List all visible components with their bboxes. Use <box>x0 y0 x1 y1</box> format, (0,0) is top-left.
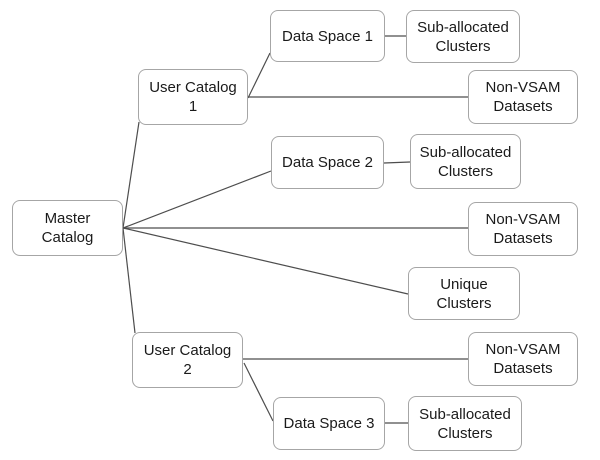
node-user-catalog-2: User Catalog 2 <box>132 332 243 388</box>
edge-user-catalog-2-to-data-space-3 <box>243 362 274 422</box>
edge-user-catalog-1-to-data-space-1 <box>247 52 271 99</box>
node-non-vsam-datasets-1: Non-VSAM Datasets <box>468 70 578 124</box>
node-non-vsam-datasets-3: Non-VSAM Datasets <box>468 332 578 386</box>
node-label: Unique Clusters <box>436 275 492 312</box>
node-data-space-2: Data Space 2 <box>271 136 384 189</box>
node-label: Non-VSAM Datasets <box>485 211 561 247</box>
node-label: Non-VSAM Datasets <box>485 79 561 115</box>
edge-data-space-2-to-sub-allocated-clusters-2 <box>383 161 411 164</box>
node-label: Non-VSAM Datasets <box>485 341 561 377</box>
node-sub-allocated-clusters-2: Sub-allocated Clusters <box>410 134 521 189</box>
node-label: Sub-allocated Clusters <box>417 18 509 55</box>
node-label: User Catalog 2 <box>143 342 232 378</box>
node-label: Sub-allocated Clusters <box>419 143 512 180</box>
node-data-space-3: Data Space 3 <box>273 397 385 450</box>
node-unique-clusters: Unique Clusters <box>408 267 520 320</box>
node-data-space-1: Data Space 1 <box>270 10 385 62</box>
edge-master-catalog-to-user-catalog-1 <box>122 121 140 229</box>
edge-master-catalog-to-unique-clusters <box>122 227 409 295</box>
edge-master-catalog-to-data-space-2 <box>122 170 272 229</box>
node-sub-allocated-clusters-3: Sub-allocated Clusters <box>408 396 522 451</box>
node-label: Data Space 1 <box>282 27 373 45</box>
edge-master-catalog-to-user-catalog-2 <box>122 227 136 334</box>
node-non-vsam-datasets-2: Non-VSAM Datasets <box>468 202 578 256</box>
node-master-catalog: Master Catalog <box>12 200 123 256</box>
node-user-catalog-1: User Catalog 1 <box>138 69 248 125</box>
node-label: User Catalog 1 <box>149 79 237 115</box>
node-label: Data Space 3 <box>283 415 375 432</box>
node-label: Master Catalog <box>41 210 94 246</box>
node-label: Sub-allocated Clusters <box>419 405 511 442</box>
node-sub-allocated-clusters-1: Sub-allocated Clusters <box>406 10 520 63</box>
node-label: Data Space 2 <box>282 154 373 171</box>
